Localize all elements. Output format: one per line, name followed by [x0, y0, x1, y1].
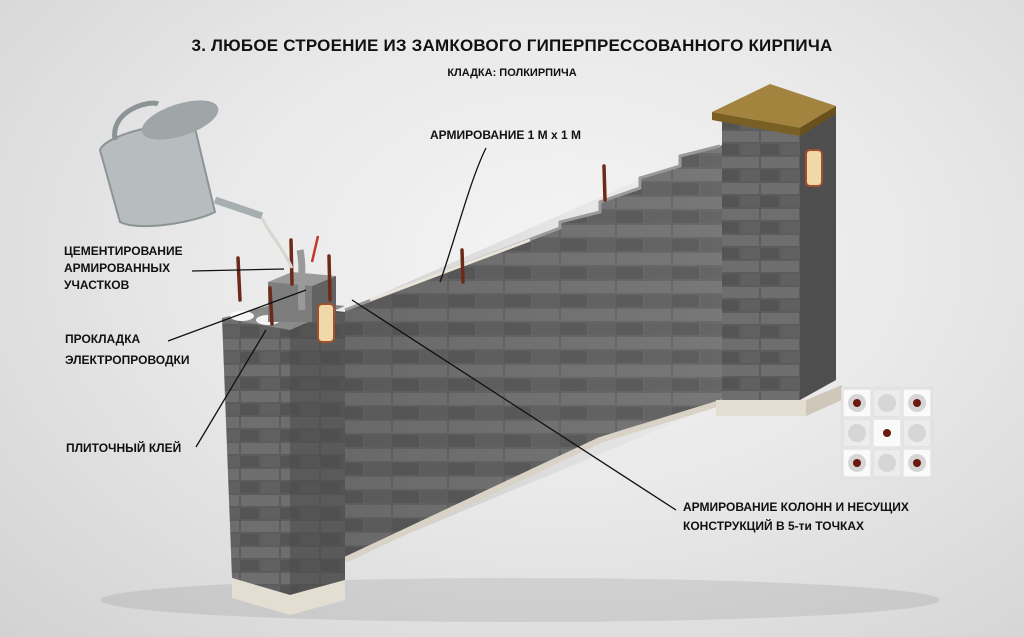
label-cementirovanie: ЦЕМЕНТИРОВАНИЕ АРМИРОВАННЫХ УЧАСТКОВ [64, 243, 183, 294]
label-line: КОНСТРУКЦИЙ В 5-ти ТОЧКАХ [683, 519, 865, 533]
right-pillar [712, 84, 842, 416]
rebar-5-point-pattern-icon [841, 387, 933, 479]
mortar-line [369, 238, 531, 302]
label-line: ЭЛЕКТРОПРОВОДКИ [65, 353, 190, 367]
label-prokladka: ПРОКЛАДКА ЭЛЕКТРОПРОВОДКИ [65, 329, 189, 371]
wire [310, 235, 320, 263]
label-line: ПРОКЛАДКА [65, 332, 141, 346]
rebars [236, 164, 607, 326]
leader-lines [167, 147, 677, 511]
label-line: ЦЕМЕНТИРОВАНИЕ [64, 244, 183, 258]
label-armirovanie-1m: АРМИРОВАНИЕ 1 М х 1 М [430, 128, 582, 142]
label-line: АРМИРОВАННЫХ [64, 261, 171, 275]
label-kolonny: АРМИРОВАНИЕ КОЛОНН И НЕСУЩИХ КОНСТРУКЦИЙ… [683, 498, 909, 536]
leader-cementirovanie [191, 268, 285, 272]
label-klei: ПЛИТОЧНЫЙ КЛЕЙ [66, 441, 182, 455]
leader-prokladka [167, 289, 307, 342]
page-subtitle: КЛАДКА: ПОЛКИРПИЧА [447, 67, 577, 79]
label-line: УЧАСТКОВ [64, 278, 130, 292]
leader-klei [195, 329, 267, 448]
label-line: АРМИРОВАНИЕ КОЛОНН И НЕСУЩИХ [683, 500, 909, 514]
ground-shadow [100, 578, 940, 622]
watering-can-icon [98, 100, 294, 269]
leader-kolonny [351, 299, 677, 511]
page-title: 3. ЛЮБОЕ СТРОЕНИЕ ИЗ ЗАМКОВОГО ГИПЕРПРЕС… [191, 36, 833, 55]
wall-plinth [343, 397, 731, 563]
conduit [296, 249, 306, 311]
left-pillar [222, 272, 345, 615]
wall-top-edge [344, 144, 721, 312]
leader-armirovanie [439, 147, 487, 283]
